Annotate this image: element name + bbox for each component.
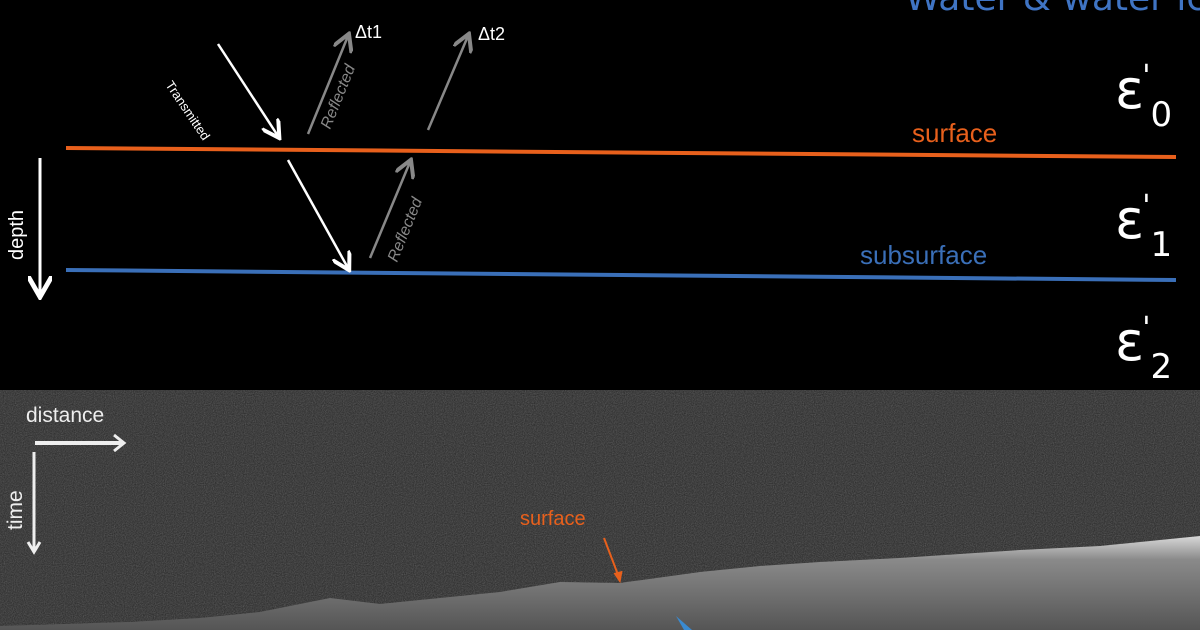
epsilon-1: ε'1 <box>1115 188 1172 265</box>
epsilon-2: ε'2 <box>1115 310 1172 387</box>
subsurface-line <box>65 268 1177 282</box>
subsurface-label: subsurface <box>860 240 988 270</box>
radargram-image <box>0 390 1200 630</box>
epsilon-0-text: ε'0 <box>1115 58 1173 135</box>
epsilon-0: ε'0 <box>1115 58 1172 135</box>
depth-label: depth <box>6 209 28 260</box>
delta-t1-label: Δt1 <box>355 22 383 42</box>
reflected-arrow-3 <box>426 36 468 131</box>
top-title: Water & water ice ε'r = 3.15 <box>905 0 1200 19</box>
surface-echo <box>0 536 1200 630</box>
transmitted-arrow-1 <box>216 43 278 136</box>
time-label: time <box>4 490 27 530</box>
reflected-arrow-2 <box>368 162 410 259</box>
distance-label: distance <box>26 404 105 427</box>
epsilon-1-text: ε'1 <box>1115 188 1173 265</box>
subsurface-pointer <box>676 616 692 630</box>
epsilon-2-text: ε'2 <box>1115 310 1173 387</box>
delta-t2-label: Δt2 <box>478 24 506 44</box>
surface-label: surface <box>912 118 998 148</box>
radargram-panel: distance time surface <box>0 390 1200 630</box>
radar-surface-label: surface <box>520 508 586 530</box>
surface-line <box>65 146 1177 159</box>
reflected-arrow-1 <box>306 36 348 135</box>
layer-diagram <box>0 0 1177 390</box>
transmitted-arrow-2 <box>286 159 348 268</box>
